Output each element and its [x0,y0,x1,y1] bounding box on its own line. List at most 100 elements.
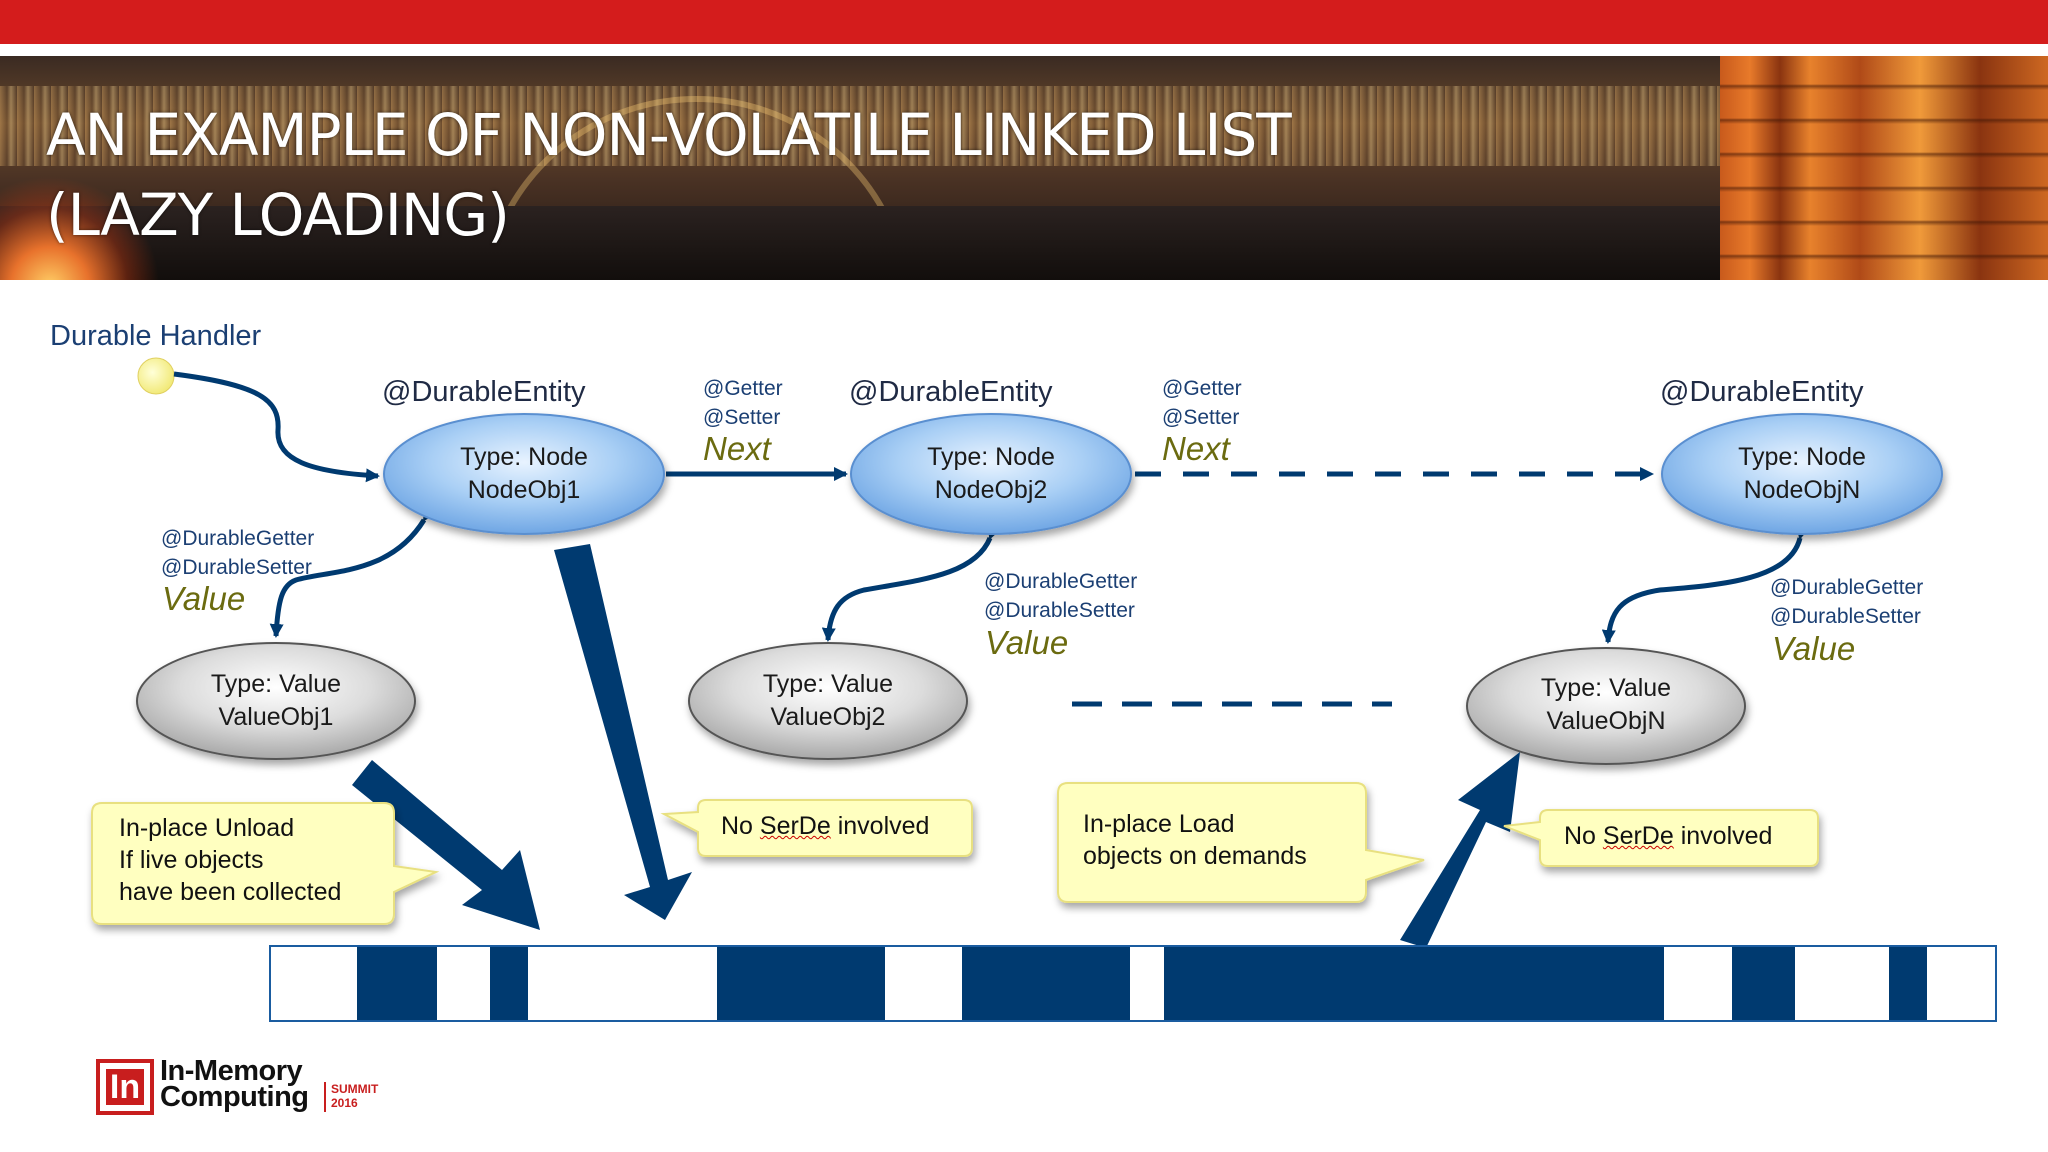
memory-block [357,947,437,1020]
callout-serde2-prefix: No [1564,822,1603,850]
top-accent-bar [0,0,2048,44]
value-ellipse-1 [136,642,416,760]
memory-block [962,947,1130,1020]
memory-block [1889,947,1927,1020]
memory-block [490,947,528,1020]
imc-logo-glyph: In [106,1069,144,1105]
noden-type: Type: Node [1738,443,1866,471]
next2-accessors: @Getter @Setter [1162,374,1242,432]
value2-name: ValueObj2 [770,703,886,731]
bay-water-image [0,206,2048,280]
callout-serde1-box [660,799,973,857]
memory-block [717,947,885,1020]
value1-setter: @DurableSetter [161,556,312,579]
slide-title-line1: AN EXAMPLE OF NON-VOLATILE LINKED LIST [46,101,1292,169]
next1-field: Next [703,430,771,467]
node2-type: Type: Node [927,443,1055,471]
unload-big-arrow [352,760,540,930]
load-big-arrow [1400,752,1520,948]
value2-setter: @DurableSetter [984,599,1135,622]
callout-serde1-suffix: involved [830,812,930,840]
next1-getter: @Getter [703,377,783,400]
imc-brand: In-Memory Computing [160,1055,309,1113]
noden-text: Type: Node NodeObjN [1682,441,1922,507]
callout-serde2-suffix: involved [1673,822,1773,850]
next2-setter: @Setter [1162,406,1240,429]
value1-accessors: @DurableGetter @DurableSetter [161,524,314,582]
value-arrow-n [1601,524,1810,644]
value1-type: Type: Value [210,670,342,698]
node1-name: NodeObj1 [467,476,581,504]
valuen-accessors: @DurableGetter @DurableSetter [1770,573,1923,631]
next1-accessors: @Getter @Setter [703,374,783,432]
summit-line1: SUMMIT [331,1082,379,1096]
value2-accessors: @DurableGetter @DurableSetter [984,567,1137,625]
value1-getter: @DurableGetter [161,527,315,550]
callout-serde1-word: SerDe [759,812,831,840]
valuen-field: Value [1772,630,1856,667]
value1-field: Value [162,580,246,617]
title-banner [0,56,2048,280]
callout-unload-line3: have been collected [119,878,342,906]
callout-serde2-box [1503,809,1819,867]
callout-unload-box [91,802,440,925]
callout-load-box [1057,782,1425,903]
valuen-getter: @DurableGetter [1770,576,1924,599]
summit-badge: SUMMIT 2016 [331,1082,378,1110]
callout-serde2-text: No SerDe involved [1564,820,1772,852]
callout-load-line1: In-place Load [1083,810,1235,838]
node2-name: NodeObj2 [934,476,1048,504]
callout-load-line2: objects on demands [1083,842,1307,870]
value-ellipse-n [1466,647,1746,765]
noden-name: NodeObjN [1743,476,1861,504]
durable-handler-dot [137,357,175,395]
valuen-type: Type: Value [1540,674,1672,702]
memory-bar [269,945,1997,1022]
imc-logo-icon: In [96,1059,154,1115]
callout-load-text: In-place Load objects on demands [1083,808,1307,872]
storage-big-arrow [554,544,692,920]
node1-annotation: @DurableEntity [382,376,586,408]
valuen-name: ValueObjN [1546,707,1666,735]
node2-text: Type: Node NodeObj2 [871,441,1111,507]
node-ellipse-2 [850,413,1132,535]
node1-type: Type: Node [460,443,588,471]
next2-field: Next [1162,430,1230,467]
next2-getter: @Getter [1162,377,1242,400]
value2-field: Value [985,624,1069,661]
city-lights-image [0,86,2048,166]
value1-text: Type: Value ValueObj1 [156,668,396,734]
value2-getter: @DurableGetter [984,570,1138,593]
slide-title: AN EXAMPLE OF NON-VOLATILE LINKED LIST (… [46,95,1292,255]
node-ellipse-n [1661,413,1943,535]
value-arrow-1 [269,506,437,638]
valuen-setter: @DurableSetter [1770,605,1921,628]
memory-block [1164,947,1664,1020]
callout-serde1-text: No SerDe involved [721,810,929,842]
value2-text: Type: Value ValueObj2 [708,668,948,734]
callout-unload-line2: If live objects [119,846,264,874]
next1-setter: @Setter [703,406,781,429]
noden-annotation: @DurableEntity [1660,376,1864,408]
summit-line2: 2016 [331,1096,358,1110]
value2-type: Type: Value [762,670,894,698]
callout-serde1-prefix: No [721,812,760,840]
imc-brand-line2: Computing [160,1081,309,1113]
memory-block [1732,947,1795,1020]
accent-gap [0,44,2048,56]
node1-text: Type: Node NodeObj1 [404,441,644,507]
callout-unload-text: In-place Unload If live objects have bee… [119,812,341,908]
node-ellipse-1 [383,413,665,535]
value-ellipse-2 [688,642,968,760]
brand-separator [324,1082,326,1112]
node2-annotation: @DurableEntity [849,376,1053,408]
value1-name: ValueObj1 [218,703,334,731]
durable-handler-label: Durable Handler [50,320,262,352]
slide-title-line2: (LAZY LOADING) [46,181,510,249]
valuen-text: Type: Value ValueObjN [1486,672,1726,738]
callout-serde2-word: SerDe [1602,822,1674,850]
handler-arrow [173,371,380,483]
callout-unload-line1: In-place Unload [119,814,295,842]
imc-brand-line1: In-Memory [160,1055,303,1087]
